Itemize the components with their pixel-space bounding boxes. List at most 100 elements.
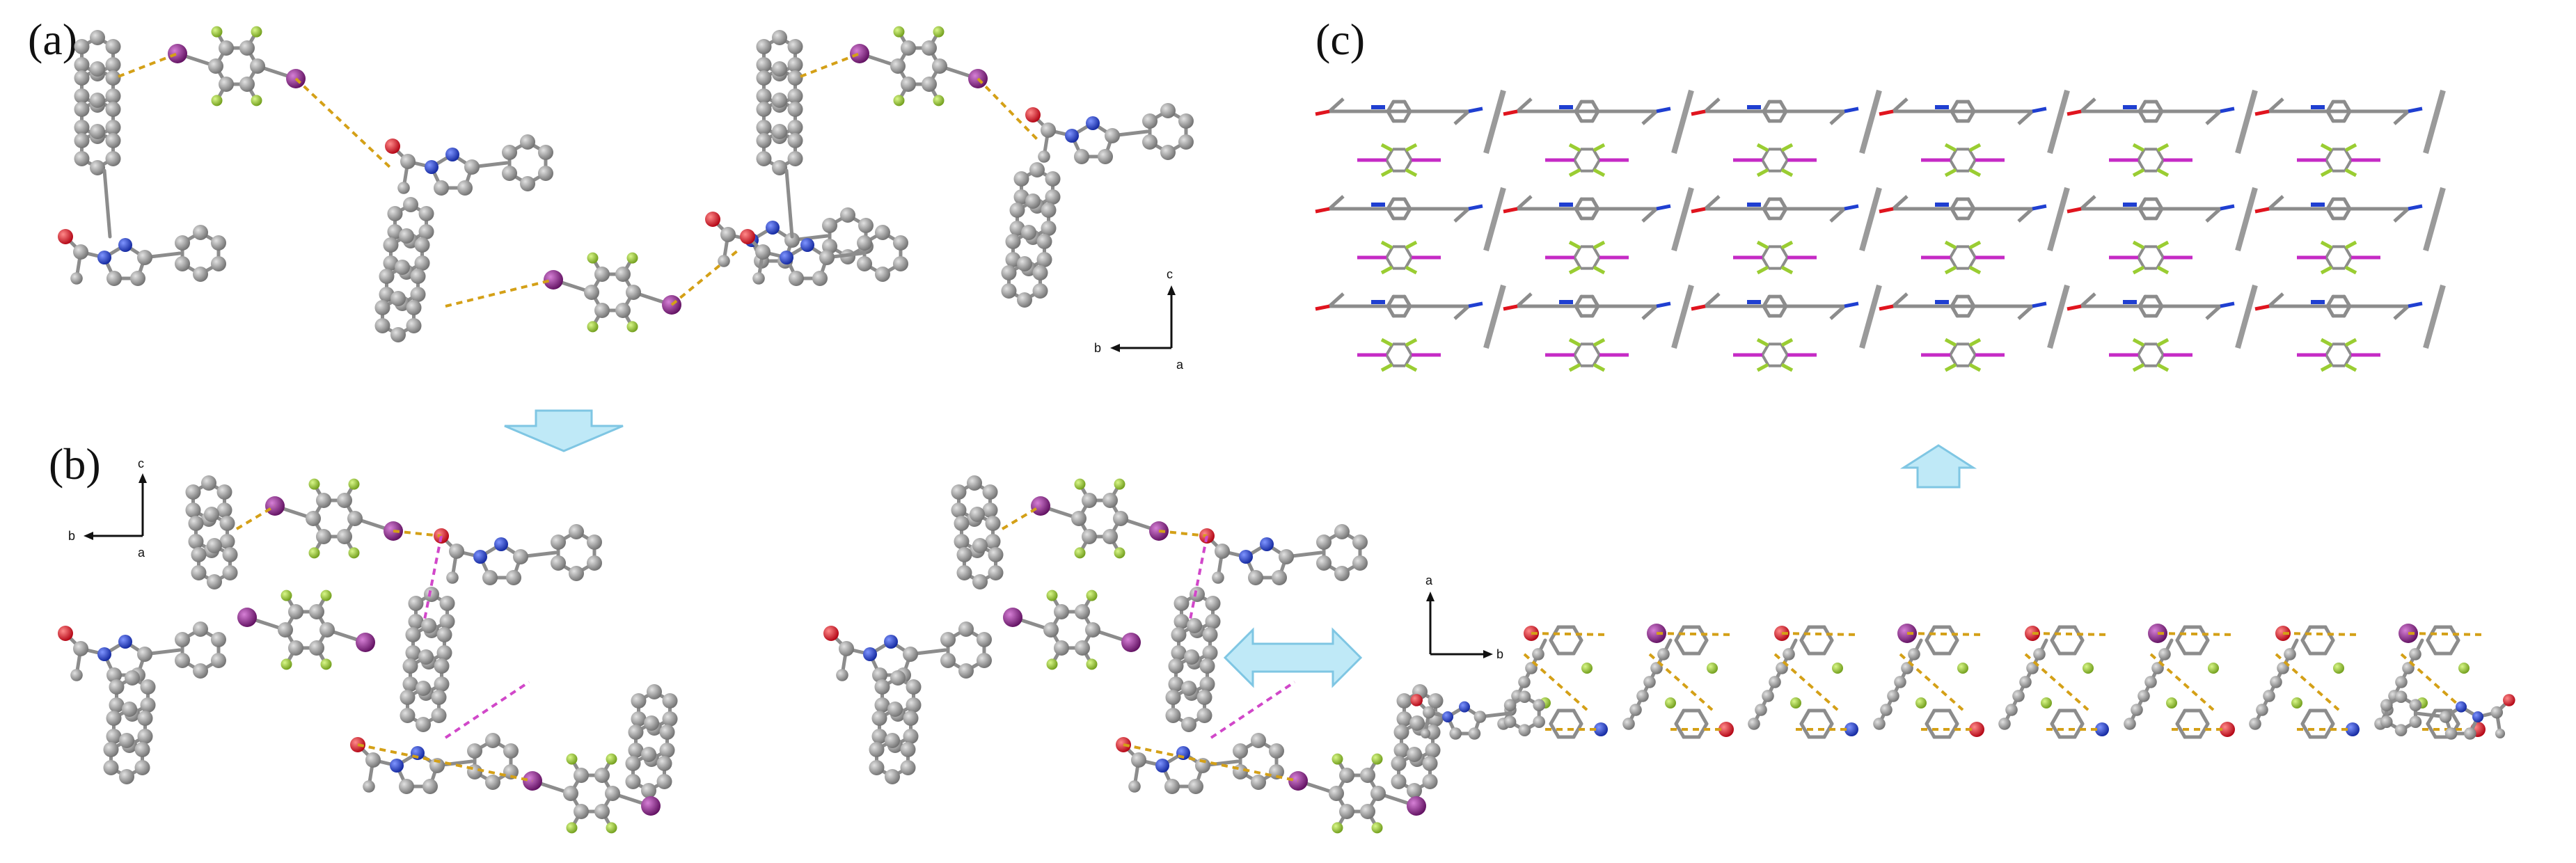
carbon-atom [594,803,610,819]
axis-a-origin-label: a [1176,358,1184,372]
covalent-bond [1590,304,1600,318]
covalent-bond [1697,708,1709,726]
wireframe-bond [2393,207,2410,223]
fluorine-atom [933,26,945,38]
carbon-atom [408,596,424,611]
covalent-bond [1697,722,1709,739]
carbon-atom [288,604,303,620]
carbon-atom [900,742,916,757]
wireframe-bond [1968,343,1977,356]
wireframe-bond [2156,257,2165,269]
covalent-bond [2138,109,2147,123]
carbon-atom [1074,149,1089,164]
wireframe-bond [2220,301,2235,308]
oxygen-atom [1969,722,1984,737]
wireframe-bond [1453,305,1470,320]
nitrogen-atom [390,759,404,773]
wireframe-bond [1380,363,1393,372]
carbon-atom [406,318,422,333]
fluorine-atom [626,252,638,264]
carbon-atom [105,70,121,86]
fluorine-atom [1046,589,1058,601]
carbon-atom [402,658,418,674]
halogen-bond [1648,653,1714,711]
wireframe-bond [1641,305,1658,320]
wireframe-bond [1385,354,1394,367]
carbon-atom [2395,676,2408,688]
carbon-atom [574,768,589,784]
wireframe-bond [1328,97,1345,113]
fluorine-atom [280,658,292,670]
carbon-atom [574,803,589,819]
carbon-atom [520,134,535,150]
wireframe-bond [2393,110,2410,125]
carbon-atom [1248,570,1263,585]
carbon-atom [1075,640,1090,656]
carbon-atom [434,658,450,674]
carbon-atom [1396,711,1412,727]
nitrogen-atom [118,238,132,252]
carbon-atom [787,120,803,135]
nitrogen-atom [97,251,111,264]
carbon-atom [2158,648,2171,660]
carbon-atom [1187,618,1202,633]
covalent-bond [1822,722,1834,739]
halogen-bond [445,278,554,308]
carbon-atom [319,622,335,638]
wireframe-bond [1949,148,1958,161]
halogen-bond [2400,653,2465,711]
carbon-atom [2249,718,2261,730]
wireframe-bond [1780,240,1794,250]
carbon-atom [2394,690,2408,703]
covalent-bond [1950,294,1959,308]
wireframe-bond [2268,292,2284,308]
covalent-bond [2073,638,2085,656]
carbon-atom [662,693,678,708]
wireframe-bond [2067,304,2082,311]
fluorine-atom [1114,547,1125,559]
halogen-bond [2282,632,2360,636]
carbon-atom [1178,134,1194,150]
wireframe-bond [1568,240,1581,250]
covalent-bond [1590,100,1600,113]
carbon-atom [647,684,662,699]
covalent-bond [2198,638,2210,656]
carbon-atom [2439,711,2452,723]
nitrogen-atom [445,148,459,161]
covalent-bond [2426,638,2437,656]
carbon-atom [872,667,887,683]
nitrogen-atom [425,160,438,174]
carbon-atom [871,711,887,726]
carbon-atom [1103,528,1118,544]
carbon-atom [74,120,90,135]
wireframe-bond [2320,265,2333,275]
carbon-atom [503,743,519,759]
halogen-bond [1123,743,1299,782]
wireframe-bond [1968,143,1982,152]
wireframe-bond [1968,246,1977,258]
oxygen-atom [58,626,73,641]
wireframe-bond [1944,143,1957,152]
carbon-atom [399,228,414,244]
carbon-atom [502,166,518,181]
covalent-bond [1966,207,1976,221]
axis-a-y-label: c [1167,267,1173,281]
carbon-atom [418,649,434,665]
carbon-atom [656,774,672,789]
carbon-atom [1045,189,1061,205]
carbon-atom [922,76,937,92]
fluorine-atom [2166,697,2177,708]
carbon-atom [1171,645,1187,660]
carbon-atom [90,30,105,45]
carbon-atom [250,58,265,74]
covalent-bond [2154,304,2164,318]
carbon-atom [956,565,972,580]
carbon-atom [1233,743,1249,759]
covalent-bond [1799,722,1811,739]
covalent-bond [2342,197,2352,211]
wireframe-bond [2320,363,2333,372]
carbon-atom [1174,614,1190,629]
halogen-bond [1001,505,1042,530]
iodine-atom [1003,608,1022,627]
carbon-atom [2464,727,2476,740]
